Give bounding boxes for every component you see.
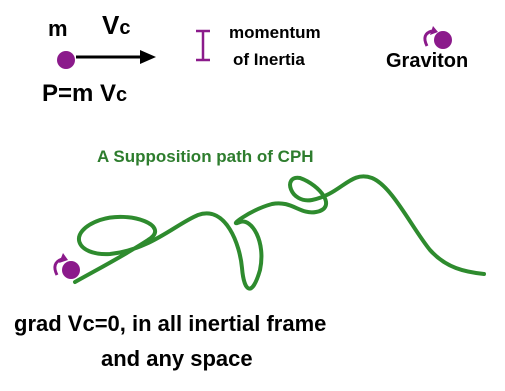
- momentum-lhs: P=m V: [42, 80, 117, 107]
- supposition-path: [73, 174, 486, 291]
- velocity-subscript: c: [119, 17, 131, 39]
- caption-line1: grad Vc=0, in all inertial frame: [14, 311, 327, 336]
- velocity-arrow: [76, 50, 156, 64]
- path-particle-icon: [53, 253, 80, 279]
- mass-particle: [57, 51, 75, 69]
- momentum-subscript: c: [116, 84, 128, 106]
- caption-line2: and any space: [101, 346, 253, 371]
- mass-symbol: m: [48, 16, 68, 41]
- inertia-label-line1: momentum: [229, 23, 321, 42]
- graviton-label: Graviton: [386, 50, 469, 72]
- inertia-label-line2: of Inertia: [233, 50, 305, 69]
- diagram-title: A Supposition path of CPH: [97, 147, 314, 166]
- velocity-symbol: V: [102, 10, 120, 40]
- graviton-icon: [423, 26, 452, 49]
- momentum-formula: P=m Vc: [42, 80, 127, 108]
- inertia-symbol: [196, 29, 210, 62]
- velocity-label: Vc: [102, 10, 130, 41]
